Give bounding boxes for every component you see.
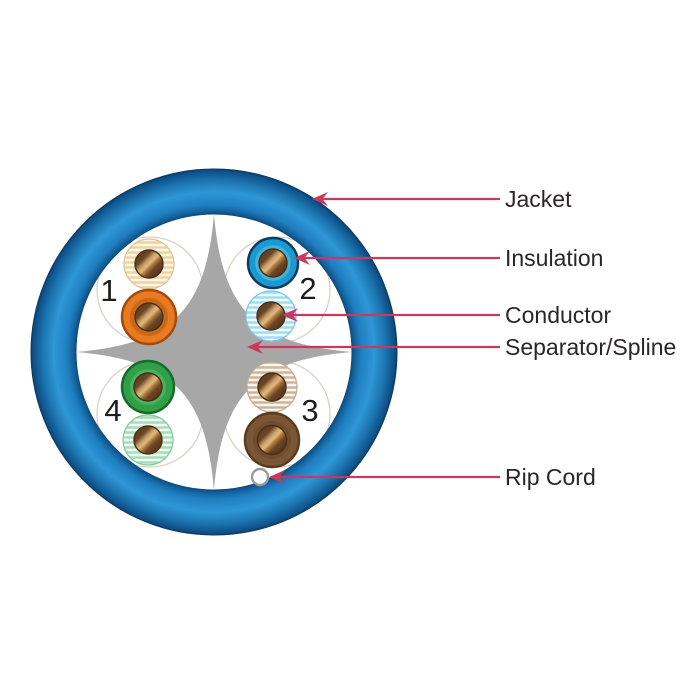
separator-spline <box>76 214 352 490</box>
rip-cord <box>250 467 270 487</box>
callout-label-jacket: Jacket <box>505 186 572 212</box>
wire-orange <box>120 288 178 346</box>
conductor <box>257 372 287 402</box>
conductor <box>133 372 163 402</box>
callout-label-rip-cord: Rip Cord <box>505 464 596 490</box>
callout-arrow-conductor <box>282 308 500 322</box>
callout-arrow-separator <box>247 340 500 354</box>
callout-label-insulation: Insulation <box>505 245 604 271</box>
wire-white-brown <box>246 361 298 413</box>
wire-white-blue <box>245 290 297 342</box>
callout-label-conductor: Conductor <box>505 302 612 328</box>
conductor <box>256 301 286 331</box>
callout-arrow-insulation <box>294 251 500 265</box>
wire-blue <box>246 236 300 290</box>
conductor <box>134 249 164 279</box>
conductor <box>256 424 288 456</box>
wire-white-orange <box>123 238 175 290</box>
wire-green <box>120 359 176 415</box>
conductor <box>258 248 288 278</box>
pair-4-number: 4 <box>104 393 121 428</box>
jacket-ring <box>30 168 398 536</box>
conductor <box>134 302 164 332</box>
wire-white-green <box>122 414 174 466</box>
wire-brown <box>243 411 301 469</box>
pair-2-number: 2 <box>299 271 316 306</box>
pair-1-number: 1 <box>100 273 117 308</box>
pair-3-number: 3 <box>301 393 318 428</box>
conductor <box>133 425 163 455</box>
callout-arrow-jacket <box>312 192 500 206</box>
callout-arrow-rip-cord <box>269 470 500 484</box>
callout-label-separator-spline: Separator/Spline <box>505 334 677 360</box>
